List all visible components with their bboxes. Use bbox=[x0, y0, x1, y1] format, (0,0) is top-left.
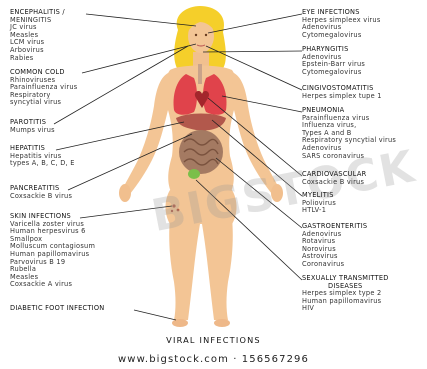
group-gastroenteritis: GASTROENTERITIS Adenovirus Rotavirus Nor… bbox=[302, 223, 367, 269]
group-sexually-transmitted: SEXUALLY TRANSMITTED DISEASES Herpes sim… bbox=[302, 275, 389, 313]
leader-cingivostomatitis bbox=[206, 46, 302, 90]
group-pharyngitis: PHARYNGITIS Adenovirus Epstein-Barr viru… bbox=[302, 46, 365, 76]
group-eye-infections: EYE INFECTIONS Herpes simpleex virus Ade… bbox=[302, 9, 381, 39]
virus-item: HIV bbox=[302, 305, 389, 313]
virus-item: Coxsackie B virus bbox=[10, 193, 72, 201]
virus-item: SARS coronavirus bbox=[302, 153, 396, 161]
group-encephalitis: ENCEPHALITIS / MENINGITIS JC virus Measl… bbox=[10, 9, 65, 62]
diagram-title: VIRAL INFECTIONS bbox=[0, 335, 427, 345]
leader-pneumonia bbox=[222, 96, 302, 112]
virus-item: Human papillomavirus bbox=[302, 298, 389, 306]
group-pneumonia: PNEUMONIA Parainfluenza virus Influenza … bbox=[302, 107, 396, 160]
leader-encephalitis bbox=[86, 14, 196, 26]
virus-item: Coxsackie B virus bbox=[302, 179, 366, 187]
group-parotitis: PAROTITIS Mumps virus bbox=[10, 119, 55, 134]
group-skin-infections: SKIN INFECTIONS Varicella zoster virus H… bbox=[10, 213, 95, 289]
virus-item: Cytomegalovirus bbox=[302, 69, 365, 77]
group-cardiovascular: CARDIOVASCULAR Coxsackie B virus bbox=[302, 171, 366, 186]
leader-hepatitis bbox=[56, 122, 184, 150]
group-myelitis: MYELITIS Poliovirus HTLV-1 bbox=[302, 192, 336, 215]
leader-eye bbox=[208, 14, 302, 33]
virus-item: Cytomegalovirus bbox=[302, 32, 381, 40]
group-cingivostomatitis: CINGIVOSTOMATITIS Herpes simplex tupe 1 bbox=[302, 85, 382, 100]
source-url: www.bigstock.com · 156567296 bbox=[0, 354, 427, 365]
leader-diabetic bbox=[134, 310, 176, 320]
virus-item: Herpes simplex tupe 1 bbox=[302, 93, 382, 101]
group-hepatitis: HEPATITIS Hepatitis virus types A, B, C,… bbox=[10, 145, 75, 168]
virus-item: Coxsackie A virus bbox=[10, 281, 95, 289]
virus-item: types A, B, C, D, E bbox=[10, 160, 75, 168]
virus-item: Mumps virus bbox=[10, 127, 55, 135]
virus-item: Coronavirus bbox=[302, 261, 367, 269]
group-heading: DIABETIC FOOT INFECTION bbox=[10, 305, 104, 313]
virus-item: Rabies bbox=[10, 55, 65, 63]
virus-item: HTLV-1 bbox=[302, 207, 336, 215]
leader-pancreatitis bbox=[68, 134, 192, 190]
group-diabetic-foot: DIABETIC FOOT INFECTION bbox=[10, 305, 104, 313]
group-common-cold: COMMON COLD Rhinoviruses Parainfluenza v… bbox=[10, 69, 77, 107]
virus-item: syncytial virus bbox=[10, 99, 77, 107]
leader-common-cold bbox=[82, 44, 196, 73]
group-pancreatitis: PANCREATITIS Coxsackie B virus bbox=[10, 185, 72, 200]
